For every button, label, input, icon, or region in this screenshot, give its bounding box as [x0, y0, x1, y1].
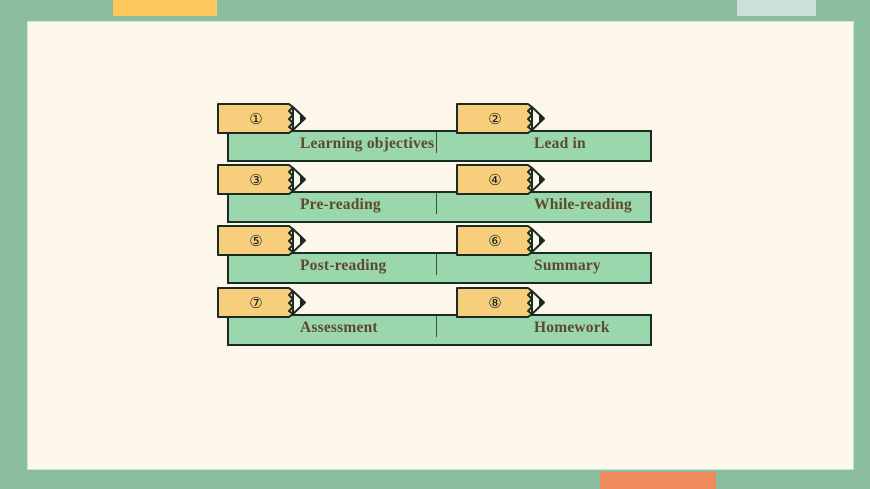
step-bar: [227, 252, 652, 284]
step-label-right: While-reading: [534, 196, 632, 213]
pencil-marker-right[interactable]: ⑥: [456, 225, 556, 256]
decorative-accent-top-blue: [737, 0, 816, 16]
bar-divider-tick: [436, 193, 437, 214]
bar-divider-tick: [436, 316, 437, 337]
procedure-row: Post-reading Summary ⑤: [189, 225, 669, 285]
lesson-procedure-diagram: Learning objectives Lead in ①: [189, 103, 669, 359]
step-label-left: Learning objectives: [300, 135, 435, 152]
pencil-marker-left[interactable]: ①: [217, 103, 317, 134]
bar-divider-tick: [436, 254, 437, 275]
step-bar: [227, 130, 652, 162]
step-label-right: Lead in: [534, 135, 586, 152]
decorative-accent-bottom-orange: [600, 472, 716, 489]
step-bar: [227, 191, 652, 223]
pencil-marker-right[interactable]: ②: [456, 103, 556, 134]
pencil-marker-left[interactable]: ⑤: [217, 225, 317, 256]
step-label-right: Homework: [534, 319, 610, 336]
slide-canvas: Learning objectives Lead in ①: [28, 22, 853, 469]
step-label-right: Summary: [534, 257, 601, 274]
pencil-marker-left[interactable]: ③: [217, 164, 317, 195]
pencil-marker-left[interactable]: ⑦: [217, 287, 317, 318]
pencil-marker-right[interactable]: ⑧: [456, 287, 556, 318]
procedure-row: Assessment Homework ⑦: [189, 287, 669, 347]
decorative-accent-top-yellow: [113, 0, 217, 16]
step-bar: [227, 314, 652, 346]
bar-divider-tick: [436, 132, 437, 153]
step-label-left: Post-reading: [300, 257, 387, 274]
procedure-row: Pre-reading While-reading ③: [189, 164, 669, 224]
step-label-left: Pre-reading: [300, 196, 381, 213]
procedure-row: Learning objectives Lead in ①: [189, 103, 669, 163]
pencil-marker-right[interactable]: ④: [456, 164, 556, 195]
step-label-left: Assessment: [300, 319, 378, 336]
